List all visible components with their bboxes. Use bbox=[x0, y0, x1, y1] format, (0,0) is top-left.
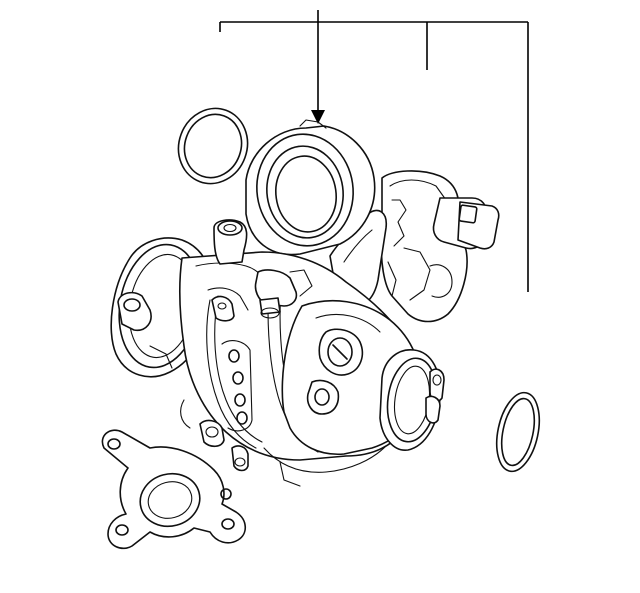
callout-bracket bbox=[219, 10, 529, 292]
turbocharger-assembly[interactable] bbox=[110, 219, 445, 487]
callout-arrowhead bbox=[311, 110, 325, 124]
exhaust-flange[interactable] bbox=[101, 429, 247, 550]
wastegate-actuator[interactable] bbox=[380, 170, 500, 323]
inlet-o-ring[interactable] bbox=[168, 99, 258, 194]
outlet-o-ring[interactable] bbox=[490, 389, 546, 476]
intake-housing[interactable] bbox=[245, 119, 388, 307]
